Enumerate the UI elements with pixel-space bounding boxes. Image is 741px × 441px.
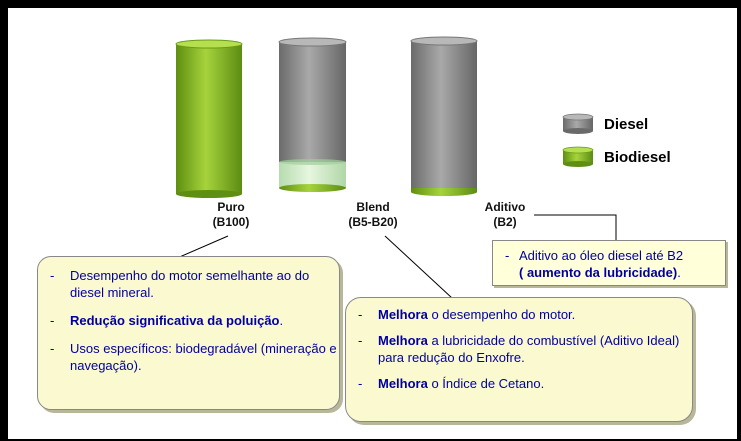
label-blend-name: Blend	[356, 200, 390, 214]
label-puro-name: Puro	[217, 200, 245, 214]
label-aditivo: Aditivo (B2)	[475, 200, 535, 230]
slide-bottom-line	[0, 439, 741, 441]
callout-puro: Desempenho do motor semelhante ao do die…	[37, 256, 340, 410]
connector-blend	[384, 235, 453, 299]
label-puro-code: (B100)	[212, 215, 250, 229]
callout-blend-item: Melhora o Índice de Cetano.	[346, 375, 692, 392]
label-blend: Blend (B5-B20)	[333, 200, 413, 230]
legend-label-biodiesel: Biodiesel	[604, 149, 671, 166]
cylinder-aditivo	[410, 36, 478, 196]
callout-blend-item: Melhora a lubricidade do combustível (Ad…	[346, 332, 692, 366]
callout-puro-item: Desempenho do motor semelhante ao do die…	[38, 267, 339, 301]
label-aditivo-code: (B2)	[493, 215, 517, 229]
legend-swatch-diesel	[562, 113, 594, 134]
callout-aditivo: Aditivo ao óleo diesel até B2 ( aumento …	[492, 240, 726, 286]
connector-aditivo	[534, 214, 617, 242]
callout-puro-item: Redução significativa da poluição.	[38, 312, 339, 329]
label-puro: Puro (B100)	[196, 200, 266, 230]
callout-blend-item: Melhora o desempenho do motor.	[346, 306, 692, 323]
legend-swatch-biodiesel	[562, 146, 594, 167]
cylinder-blend	[278, 37, 347, 192]
callout-aditivo-item: Aditivo ao óleo diesel até B2	[493, 247, 725, 264]
callout-blend: Melhora o desempenho do motor. Melhora a…	[345, 297, 693, 422]
callout-aditivo-line2: ( aumento da lubricidade).	[519, 265, 681, 280]
cylinder-puro	[175, 39, 243, 198]
label-aditivo-name: Aditivo	[484, 200, 526, 214]
legend-label-diesel: Diesel	[604, 116, 649, 133]
label-blend-code: (B5-B20)	[348, 215, 398, 229]
callout-puro-item: Usos específicos: biodegradável (mineraç…	[38, 340, 339, 374]
